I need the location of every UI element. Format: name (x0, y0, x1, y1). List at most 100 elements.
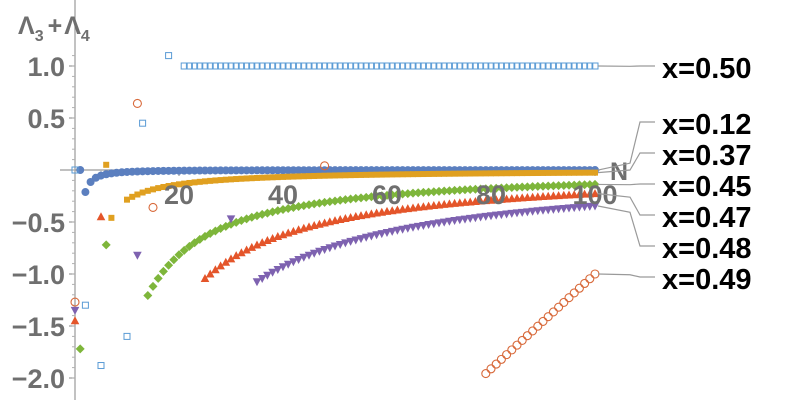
series-x037-point (467, 170, 474, 177)
series-x045-point (75, 344, 85, 354)
series-x048-point (268, 268, 277, 277)
series-x050-point (539, 62, 547, 70)
series-x048-point (585, 202, 595, 211)
series-x037-point (290, 173, 297, 180)
series-x037-point (462, 170, 468, 177)
series-x050-point (555, 62, 563, 70)
series-x037-point (170, 182, 177, 189)
series-x049-point (507, 345, 517, 355)
series-x048-point (304, 251, 314, 260)
series-x048-point (575, 203, 584, 212)
series-x049-point (548, 307, 558, 317)
series-x037-point (472, 170, 479, 177)
series-x050-point (232, 62, 240, 70)
series-x048-point (278, 263, 288, 272)
series-x050-point (523, 62, 531, 70)
series-x045-point (351, 193, 361, 203)
series-x048-point (564, 204, 574, 213)
legend-entry: x=0.50 (662, 53, 752, 85)
series-x045-point (413, 188, 423, 198)
series-x045-point (569, 180, 579, 190)
series-x050-point (388, 62, 396, 70)
legend-leader-line (597, 121, 655, 171)
legend-entry: x=0.48 (662, 233, 752, 265)
series-x037-point (508, 170, 515, 177)
series-x037-point (207, 177, 214, 184)
series-x049-point (496, 354, 506, 364)
series-x048-point (133, 251, 142, 260)
series-x048-point (320, 245, 329, 254)
legend-entry: x=0.47 (662, 202, 752, 234)
series-x050-point (347, 62, 355, 70)
series-x045-point (554, 181, 564, 191)
series-x037-point (378, 171, 385, 178)
series-x049-point (543, 312, 553, 322)
series-x045-point (507, 182, 517, 192)
series-x037-point (514, 170, 520, 177)
series-x045-point (538, 181, 548, 191)
series-x048-point (450, 217, 459, 226)
x-tick-label: 20 (164, 180, 194, 210)
series-x037-point (196, 178, 203, 185)
y-tick-label: −1.5 (12, 312, 65, 342)
series-x050-point (211, 62, 219, 70)
series-x048-point (517, 208, 527, 217)
series-x037-point (477, 170, 484, 177)
series-x050-point (321, 62, 329, 70)
series-x037-point (316, 172, 323, 179)
series-x037-point (571, 169, 578, 176)
series-x047-point (211, 265, 220, 274)
series-x048-point (512, 209, 522, 218)
series-x037-point (592, 169, 598, 176)
series-x045-point (517, 182, 527, 192)
series-x048-point (507, 209, 517, 218)
series-x048-point (429, 220, 439, 229)
series-x050-point (393, 62, 401, 70)
series-x045-point (574, 180, 584, 190)
series-x048-point (543, 206, 553, 215)
series-x050-point (456, 62, 464, 70)
series-x037-point (129, 193, 136, 200)
series-x050-point (378, 62, 386, 70)
series-x037-point (425, 170, 432, 177)
series-x047-point (237, 248, 246, 257)
series-x050-point (237, 62, 245, 70)
series-x045-point (382, 190, 392, 200)
series-x050-point (534, 62, 542, 70)
series-x050-point (565, 62, 573, 70)
y-tick-label: 0.5 (27, 104, 65, 134)
series-x037-point (248, 175, 255, 182)
series-x045-point (143, 291, 153, 301)
legend: x=0.50x=0.12x=0.37x=0.45x=0.47x=0.48x=0.… (597, 53, 752, 296)
series-x045-point (559, 180, 569, 190)
series-x048-point (580, 203, 589, 212)
legend-leader-line (597, 205, 655, 247)
series-x050-point (352, 62, 360, 70)
series-x050-point (414, 62, 422, 70)
series-x037-point (503, 170, 510, 177)
series-x037-point (451, 170, 458, 177)
series-x048-point (283, 260, 293, 269)
series-x037-point (373, 171, 380, 178)
series-x045-point (330, 196, 340, 206)
series-x047-point (252, 240, 262, 249)
series-x045-point (429, 187, 439, 197)
series-x045-point (398, 189, 408, 199)
series-x037-point (321, 172, 328, 179)
series-x048-point (294, 256, 303, 265)
series-x037-point (529, 170, 536, 177)
series-x037-point (150, 186, 156, 193)
series-x037-point (103, 161, 110, 168)
series-x037-point (415, 171, 422, 178)
series-x047-point (242, 245, 251, 254)
series-x049-point (569, 288, 579, 298)
series-x048-point (486, 212, 496, 221)
series-x047-point (96, 212, 106, 221)
series-x045-point (548, 181, 558, 191)
series-x037-point (295, 173, 302, 180)
series-x048-point (315, 247, 324, 256)
series-x050-point (529, 62, 537, 70)
series-x048-point (367, 232, 376, 241)
series-x047-point (221, 257, 231, 266)
series-x048-point (398, 225, 407, 234)
